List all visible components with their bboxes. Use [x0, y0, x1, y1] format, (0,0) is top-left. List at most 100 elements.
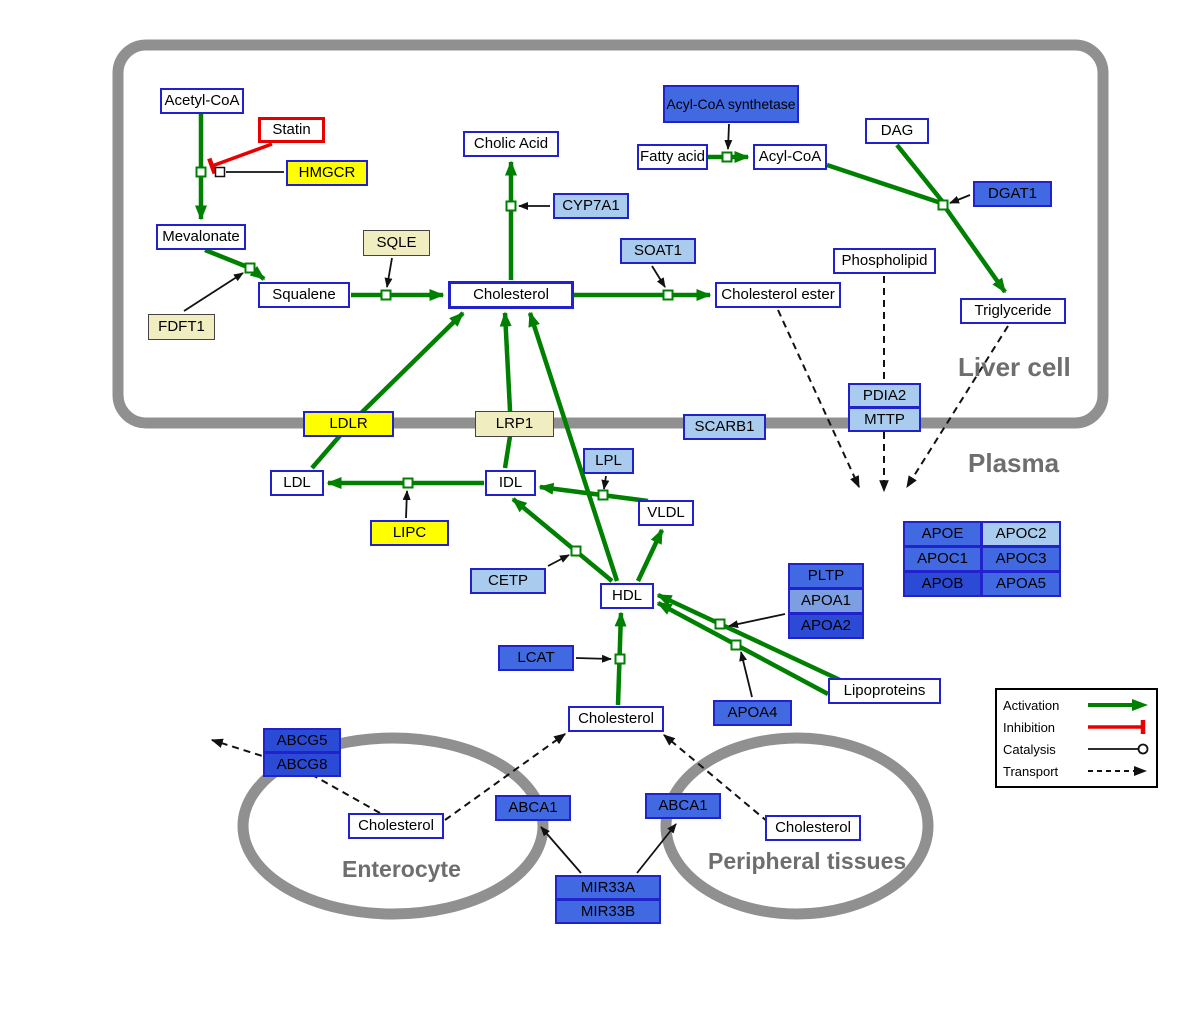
legend-activation: Activation [1003, 695, 1150, 715]
node-apoc1[interactable]: APOC1 [903, 546, 982, 572]
node-scarb1[interactable]: SCARB1 [683, 414, 766, 440]
node-ldlr[interactable]: LDLR [303, 411, 394, 437]
inhibition-edge [207, 142, 273, 175]
node-dgat1[interactable]: DGAT1 [973, 181, 1052, 207]
node-fdft1[interactable]: FDFT1 [148, 314, 215, 340]
node-dag[interactable]: DAG [865, 118, 929, 144]
legend-catalysis-label: Catalysis [1003, 741, 1056, 757]
hmgcr-catalysis-port [214, 166, 226, 178]
legend-activation-label: Activation [1003, 697, 1060, 713]
node-vldl[interactable]: VLDL [638, 500, 694, 526]
edge-apoastack-node [728, 613, 786, 629]
node-cholesterol-enterocyte[interactable]: Cholesterol [348, 813, 444, 839]
legend-catalysis: Catalysis [1003, 739, 1150, 759]
plasma-label: Plasma [968, 448, 1060, 478]
node-apob[interactable]: APOB [903, 571, 982, 597]
edge-triglyceride-plasma [906, 325, 1009, 489]
edge-lpl-node [601, 475, 610, 490]
node-fatty-acid[interactable]: Fatty acid [637, 144, 708, 170]
node-lpl[interactable]: LPL [583, 448, 634, 474]
node-apoa4[interactable]: APOA4 [713, 700, 792, 726]
legend-inhibition: Inhibition [1003, 717, 1150, 737]
node-squalene[interactable]: Squalene [258, 282, 350, 308]
node-cetp[interactable]: CETP [470, 568, 546, 594]
node-cholesterol-liver[interactable]: Cholesterol [448, 281, 574, 309]
node-mir33b[interactable]: MIR33B [555, 899, 661, 924]
node-sqle[interactable]: SQLE [363, 230, 430, 256]
node-apoa2[interactable]: APOA2 [788, 613, 864, 639]
node-acetyl-coa[interactable]: Acetyl-CoA [160, 88, 244, 114]
node-hmgcr[interactable]: HMGCR [286, 160, 368, 186]
edge-peripheral-cholesterol-plasma [663, 734, 769, 823]
edge-lipoproteins-hdl-lower [656, 601, 830, 696]
edge-acylcoa-dgat1node [826, 162, 942, 206]
edge-acylcoasynthetase-node [724, 123, 733, 150]
edge-statin-hmgcrnode [211, 142, 273, 168]
node-abcg5[interactable]: ABCG5 [263, 728, 341, 753]
membranes [112, 39, 1109, 920]
node-cholic-acid[interactable]: Cholic Acid [463, 131, 559, 157]
node-apoa1[interactable]: APOA1 [788, 588, 864, 614]
peripheral-tissues-label: Peripheral tissues [708, 848, 907, 874]
node-cyp7a1[interactable]: CYP7A1 [553, 193, 629, 219]
node-pltp[interactable]: PLTP [788, 563, 864, 589]
edge-vldl-idl [538, 482, 649, 504]
node-apoe[interactable]: APOE [903, 521, 982, 547]
edge-lipoproteins-hdl-upper [656, 592, 841, 683]
edge-fdft1-node [183, 272, 244, 312]
node-acyl-coa[interactable]: Acyl-CoA [753, 144, 827, 170]
node-soat1[interactable]: SOAT1 [620, 238, 696, 264]
liver-cell-label: Liver cell [958, 352, 1071, 382]
edge-cholesterol-abcg-excretion [210, 738, 381, 814]
node-apoa5[interactable]: APOA5 [981, 571, 1061, 597]
legend-transport-label: Transport [1003, 763, 1059, 779]
legend-inhibition-label: Inhibition [1003, 719, 1056, 735]
statin-tbar [207, 157, 217, 175]
node-phospholipid[interactable]: Phospholipid [833, 248, 936, 274]
edge-idl-lrp1-cholesterol [499, 311, 514, 469]
node-idl[interactable]: IDL [485, 470, 536, 496]
edge-lipc-node [402, 490, 411, 519]
node-triglyceride[interactable]: Triglyceride [960, 298, 1066, 324]
edge-dag-dgat1node [895, 143, 944, 203]
edge-dgat1node-triglyceride [943, 205, 1007, 294]
node-apoc3[interactable]: APOC3 [981, 546, 1061, 572]
edge-lcat-node [575, 654, 612, 663]
node-hdl[interactable]: HDL [600, 583, 654, 609]
node-pdia2[interactable]: PDIA2 [848, 383, 921, 408]
edge-soat1-node [651, 265, 666, 288]
catalysis-edges [183, 123, 971, 874]
node-abca1-peripheral[interactable]: ABCA1 [645, 793, 721, 819]
node-acyl-coa-synthetase[interactable]: Acyl-CoA synthetase [663, 85, 799, 123]
peripheral-tissues-membrane [660, 732, 934, 920]
node-abcg8[interactable]: ABCG8 [263, 752, 341, 777]
node-lcat[interactable]: LCAT [498, 645, 574, 671]
activation-edges [195, 114, 1007, 706]
edge-hdl-cholesterol-liver [527, 311, 620, 582]
legend-transport: Transport [1003, 761, 1150, 781]
edge-dgat1-node [949, 194, 971, 204]
enterocyte-label: Enterocyte [342, 856, 461, 882]
node-mttp[interactable]: MTTP [848, 407, 921, 432]
edge-enterocyte-cholesterol-plasma [444, 733, 566, 821]
legend: Activation Inhibition Catalysis Transpor… [995, 688, 1158, 788]
edge-ldl-ldlr-cholesterol [310, 311, 465, 470]
node-lipoproteins[interactable]: Lipoproteins [828, 678, 941, 704]
node-lipc[interactable]: LIPC [370, 520, 449, 546]
node-statin[interactable]: Statin [258, 117, 325, 143]
node-mevalonate[interactable]: Mevalonate [156, 224, 246, 250]
edge-sqle-node [384, 257, 393, 288]
node-abca1-enterocyte[interactable]: ABCA1 [495, 795, 571, 821]
node-lrp1[interactable]: LRP1 [475, 411, 554, 437]
node-apoc2[interactable]: APOC2 [981, 521, 1061, 547]
node-ldl[interactable]: LDL [270, 470, 324, 496]
anchor-nodes [195, 151, 949, 665]
node-cholesterol-ester[interactable]: Cholesterol ester [715, 282, 841, 308]
node-cholesterol-plasma[interactable]: Cholesterol [568, 706, 664, 732]
enterocyte-membrane [237, 732, 549, 920]
node-mir33a[interactable]: MIR33A [555, 875, 661, 900]
node-cholesterol-peripheral[interactable]: Cholesterol [765, 815, 861, 841]
edge-cetp-node [547, 554, 570, 567]
